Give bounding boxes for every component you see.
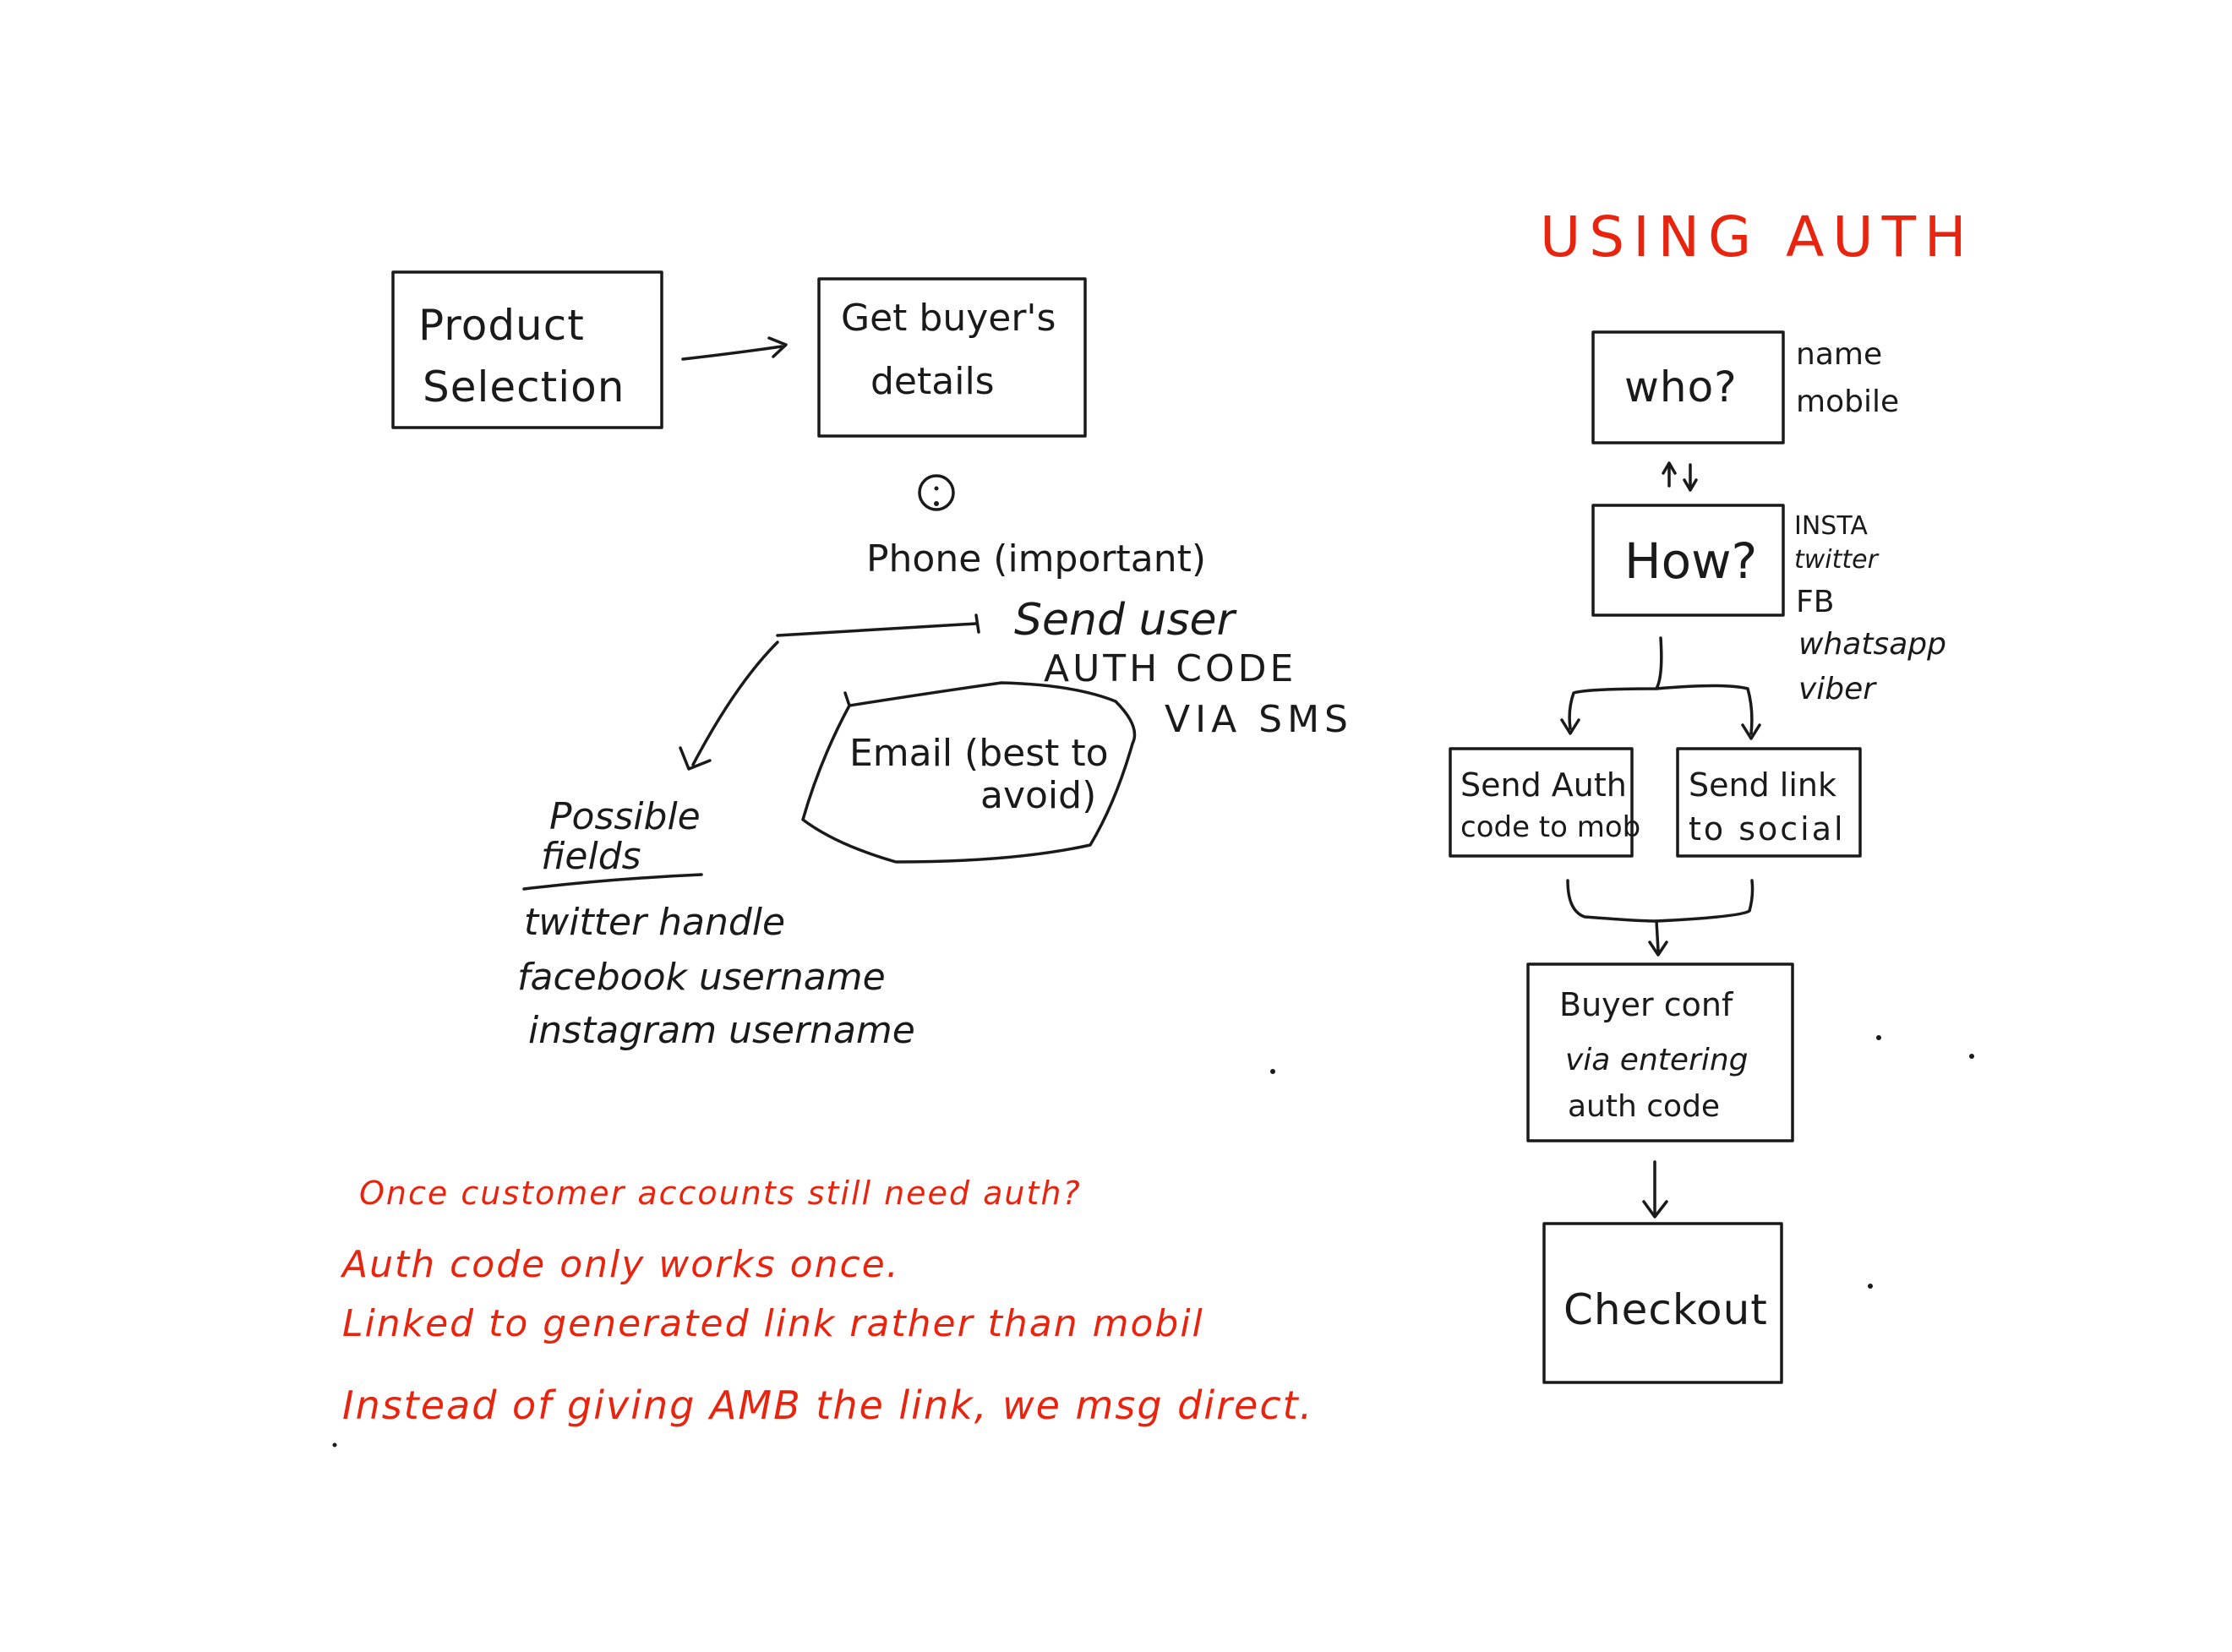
product-box-line1: Product [418,301,585,350]
confirm-line1: Buyer conf [1559,986,1733,1023]
merge-line [1566,879,1754,923]
branch-line [776,622,978,637]
possible-fields-underline [522,873,703,891]
checkout-box-label: Checkout [1563,1285,1768,1334]
possible-field-item: facebook username [517,956,886,999]
possible-field-item: instagram username [528,1009,915,1052]
send-link-line2: to social [1689,810,1846,848]
checkout-box [1542,1222,1783,1384]
how-channel-item: whatsapp [1798,627,1946,662]
who-field-item: mobile [1796,384,1900,419]
confirm-line2: via entering [1565,1043,1749,1077]
alert-circle [918,474,955,511]
note-item: Instead of giving AMB the link, we msg d… [342,1382,1314,1428]
product-box-line2: Selection [423,363,625,412]
arrow-to-possible-fields [691,641,779,766]
how-channel-item: viber [1798,672,1876,706]
email-note-line1: Email (best to [849,732,1109,775]
note-item: Linked to generated link rather than mob… [342,1302,1204,1345]
how-channel-item: twitter [1794,545,1878,575]
send-code-line3: VIA SMS [1165,698,1353,741]
exclamation-circle-icon [913,467,960,515]
how-channel-item: FB [1796,585,1835,619]
using-auth-title: USING AUTH [1540,204,1975,270]
note-item: Auth code only works once. [342,1243,900,1286]
email-cloud [801,681,1137,864]
buyer-details-box [817,277,1087,438]
how-box-label: How? [1624,532,1758,590]
how-box [1591,504,1785,617]
send-auth-box [1449,747,1634,858]
how-channel-item: INSTA [1794,511,1868,541]
buyer-confirm-box [1526,962,1794,1142]
phone-label: Phone (important) [866,537,1206,581]
send-auth-line2: code to mob [1460,810,1641,844]
send-link-line1: Send link [1689,766,1836,804]
how-split-line [1568,636,1663,730]
who-box [1591,330,1785,444]
possible-fields-heading-line1: Possible [549,795,701,838]
send-code-line1: Send user [1014,595,1235,646]
arrow-product-to-details [681,345,783,361]
note-item: Once customer accounts still need auth? [359,1175,1082,1212]
send-auth-line1: Send Auth [1460,766,1627,804]
send-code-line2: AUTH CODE [1044,647,1297,690]
email-note-line2: avoid) [980,774,1097,817]
details-box-line2: details [870,360,995,403]
details-box-line1: Get buyer's [841,297,1056,340]
possible-fields-heading-line2: fields [541,835,641,878]
possible-field-item: twitter handle [524,901,786,944]
confirm-line3: auth code [1568,1089,1721,1124]
who-box-label: who? [1624,363,1738,412]
product-selection-box [391,270,663,429]
who-field-item: name [1796,337,1883,372]
send-link-box [1676,747,1862,858]
